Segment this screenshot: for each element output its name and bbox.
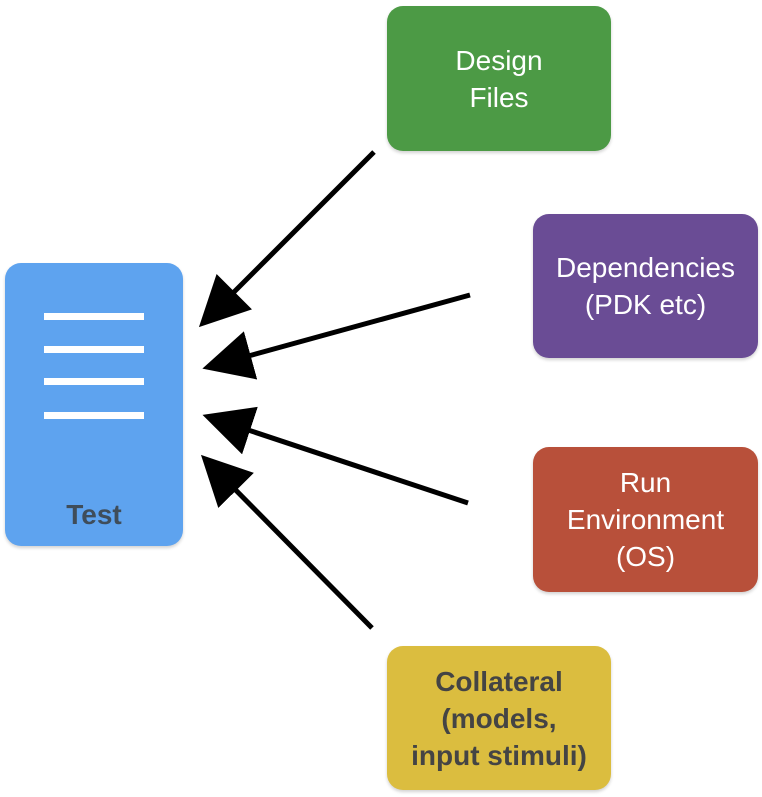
dependencies-label-line: Dependencies [555, 252, 736, 283]
run-environment-label-line: Run [619, 467, 672, 498]
document-line-icon [44, 412, 144, 419]
run-environment-label-line: (OS) [615, 541, 676, 572]
dependencies-label-line: (PDK etc) [584, 289, 707, 320]
collateral-node: Collateral (models, input stimuli) [387, 646, 611, 790]
arrow-collateral-to-test [200, 454, 374, 630]
arrow-run-environment-to-test [202, 406, 469, 506]
test-document-node: Test [5, 263, 183, 546]
arrow-dependencies-to-test [202, 292, 471, 380]
design-files-node: Design Files [387, 6, 611, 151]
run-environment-node: Run Environment (OS) [533, 447, 758, 592]
design-files-label-line: Design [455, 44, 543, 76]
run-environment-label-line: Environment [566, 504, 725, 535]
arrow-design-files-to-test [198, 150, 376, 328]
collateral-label-line: input stimuli) [411, 739, 587, 771]
test-label: Test [66, 499, 122, 530]
collateral-label-line: Collateral [435, 665, 563, 697]
document-line-icon [44, 346, 144, 353]
collateral-label-line: (models, [441, 702, 557, 734]
document-line-icon [44, 378, 144, 385]
design-files-label-line: Files [469, 81, 529, 113]
dependencies-node: Dependencies (PDK etc) [533, 214, 758, 358]
document-line-icon [44, 313, 144, 320]
